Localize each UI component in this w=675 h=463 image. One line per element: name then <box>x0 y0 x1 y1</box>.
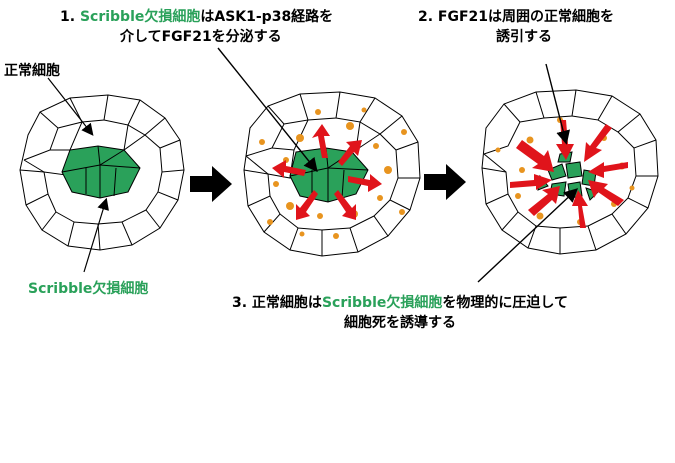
normal-cell-pointer <box>47 77 94 136</box>
caption-step3-rest: を物理的に圧迫して <box>442 295 568 311</box>
caption-step2-line1: 2. FGF21は周囲の正常細胞を <box>418 9 615 25</box>
scribble-cell-pointer <box>83 197 109 273</box>
panel-1-mutant-cells <box>61 145 141 199</box>
caption-step1-green: Scribble欠損細胞 <box>79 9 201 25</box>
caption-step2-line2: 誘引する <box>496 29 552 45</box>
caption-step1-line2: 介してFGF21を分泌する <box>120 29 282 45</box>
scribble-cell-label: Scribble欠損細胞 <box>28 281 149 297</box>
step-arrow-2 <box>424 164 466 200</box>
caption-step1-rest: はASK1-p38経路を <box>200 9 334 25</box>
caption-step1-line1: 1. Scribble欠損細胞はASK1-p38経路を <box>60 8 333 26</box>
step1-pointer <box>217 47 318 173</box>
panel-3-compression-arrows <box>510 120 628 228</box>
step-arrow-1 <box>190 166 232 202</box>
caption-step1-num: 1. <box>60 9 80 25</box>
caption-step3-line2: 細胞死を誘導する <box>344 315 456 331</box>
caption-step3-num: 3. 正常細胞は <box>232 295 322 311</box>
caption-step3-green: Scribble欠損細胞 <box>321 295 443 311</box>
step3-pointer <box>477 188 579 283</box>
normal-cell-label: 正常細胞 <box>4 63 60 79</box>
caption-step3-line1: 3. 正常細胞はScribble欠損細胞を物理的に圧迫して <box>232 294 568 312</box>
panel-2-secretion-arrows <box>272 124 382 220</box>
step2-pointer <box>545 63 570 145</box>
